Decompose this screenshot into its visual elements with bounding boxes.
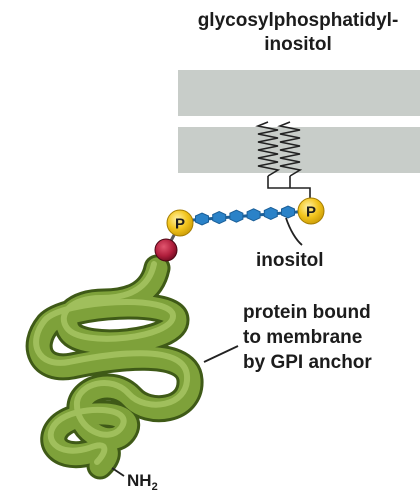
nh2-base: NH (127, 471, 152, 490)
glycan-chain (195, 205, 295, 226)
sugar-residue (229, 209, 244, 223)
glycerol-linker (267, 176, 311, 200)
phosphate-left-label: P (175, 216, 185, 233)
inositol-leader-line (285, 217, 303, 246)
lipid-tails (255, 121, 303, 177)
protein (25, 254, 204, 480)
sugar-residue (281, 205, 295, 219)
sugar-residue (263, 206, 278, 220)
lipid-tail-left (255, 121, 281, 177)
gpi-title-line2: inositol (264, 34, 332, 55)
phosphate-left: P (166, 209, 194, 237)
sugar-residue (246, 208, 261, 222)
nh2-subscript: 2 (152, 481, 158, 493)
protein-label-line1: protein bound (243, 302, 371, 323)
phosphate-right-label: P (306, 204, 316, 221)
lipid-tail-right (277, 121, 303, 177)
protein-label-line3: by GPI anchor (243, 352, 372, 373)
phosphate-right: P (297, 197, 325, 225)
membrane-outer-leaflet (178, 70, 420, 116)
nh2-label: NH2 (127, 471, 158, 493)
ethanolamine-ball (154, 238, 178, 262)
protein-label-line2: to membrane (243, 327, 362, 348)
nh2-leader-line (111, 467, 125, 477)
protein-leader-line (203, 345, 239, 363)
gpi-title-line1: glycosylphosphatidyl- (198, 10, 399, 31)
membrane-inner-leaflet (178, 127, 420, 173)
inositol-label: inositol (256, 250, 324, 271)
sugar-residue (212, 211, 227, 225)
sugar-residue (195, 212, 209, 226)
